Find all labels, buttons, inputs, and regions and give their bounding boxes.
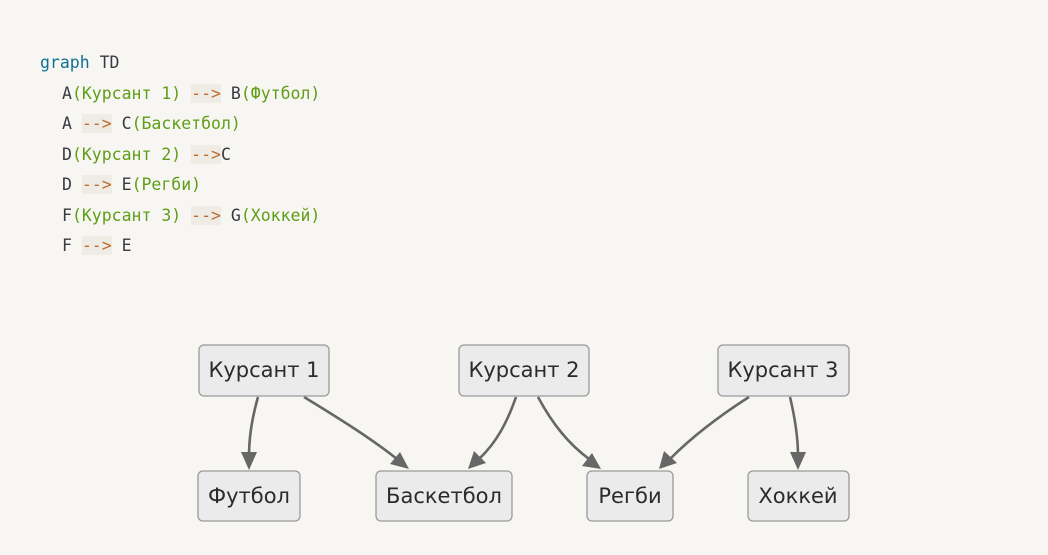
code-node-id: A — [62, 83, 72, 103]
code-arrow: --> — [81, 175, 112, 194]
arrowhead-f-e — [659, 451, 677, 469]
code-node-id: B — [230, 83, 241, 103]
code-arrow: --> — [81, 236, 112, 255]
code-node-label: (Курсант 1) — [71, 83, 182, 103]
node-kursant-2[interactable]: Курсант 2 — [458, 344, 590, 397]
node-rugby[interactable]: Регби — [586, 470, 674, 522]
edge-d-e — [536, 396, 590, 461]
node-label: Курсант 2 — [468, 358, 579, 382]
code-arrow: --> — [191, 205, 221, 225]
arrowhead-a-b — [241, 452, 257, 470]
edge-a-c — [303, 395, 398, 461]
code-arrow: --> — [81, 114, 112, 133]
code-node-label: (Регби) — [131, 175, 202, 194]
mermaid-code-block: graph TD A(Курсант 1) --> B(Футбол) A --… — [40, 48, 320, 262]
arrowhead-a-c — [390, 452, 409, 469]
code-line-6: F --> E — [40, 231, 320, 262]
code-node-id: E — [121, 236, 132, 255]
code-node-id: C — [220, 144, 231, 164]
code-node-id: F — [62, 205, 72, 225]
node-box — [717, 344, 850, 397]
code-line-4: D --> E(Регби) — [40, 170, 320, 201]
edge-a-b — [247, 396, 260, 457]
code-node-id: E — [121, 175, 132, 194]
code-arrow: --> — [191, 83, 221, 103]
arrowhead-f-g — [790, 452, 806, 470]
code-keyword: graph — [40, 53, 90, 72]
code-node-label: (Футбол) — [240, 83, 321, 103]
code-line-2: A --> C(Баскетбол) — [40, 109, 320, 140]
node-label: Футбол — [208, 484, 290, 508]
node-label: Курсант 1 — [208, 358, 319, 382]
code-node-id: D — [62, 144, 72, 164]
node-box — [586, 470, 674, 522]
node-box — [197, 470, 301, 522]
code-line-3: D(Курсант 2) -->C — [40, 140, 320, 171]
code-node-id: C — [121, 114, 132, 133]
node-box — [198, 344, 330, 397]
code-line-header: graph TD — [40, 48, 320, 79]
node-hockey[interactable]: Хоккей — [747, 470, 850, 522]
code-node-label: (Баскетбол) — [131, 114, 241, 133]
code-node-label: (Курсант 3) — [71, 205, 182, 225]
arrowhead-d-e — [582, 453, 601, 469]
arrowhead-d-c — [468, 451, 486, 469]
edge-f-e — [670, 395, 750, 459]
code-node-id: G — [230, 205, 241, 225]
node-box — [458, 344, 590, 397]
edge-f-g — [788, 396, 800, 457]
code-line-1: A(Курсант 1) --> B(Футбол) — [40, 79, 320, 110]
node-label: Курсант 3 — [727, 358, 838, 382]
node-basketball[interactable]: Баскетбол — [375, 470, 513, 522]
code-node-id: A — [62, 114, 72, 133]
node-label: Регби — [598, 484, 661, 508]
edge-d-c — [478, 396, 518, 460]
code-direction: TD — [99, 53, 120, 72]
node-label: Баскетбол — [386, 484, 502, 508]
node-label: Хоккей — [758, 484, 837, 508]
code-node-label: (Курсант 2) — [71, 144, 182, 164]
node-football[interactable]: Футбол — [197, 470, 301, 522]
code-arrow: --> — [191, 144, 221, 164]
code-node-label: (Хоккей) — [240, 205, 321, 225]
node-box — [747, 470, 850, 522]
node-kursant-1[interactable]: Курсант 1 — [198, 344, 330, 397]
code-line-5: F(Курсант 3) --> G(Хоккей) — [40, 201, 320, 232]
node-box — [375, 470, 513, 522]
code-node-id: D — [62, 175, 72, 194]
code-node-id: F — [62, 236, 72, 255]
node-kursant-3[interactable]: Курсант 3 — [717, 344, 850, 397]
